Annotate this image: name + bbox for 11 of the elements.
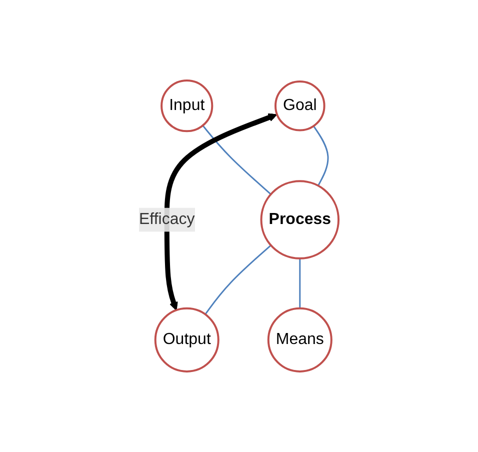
connector xyxy=(313,126,329,186)
arrow xyxy=(164,113,278,311)
connector xyxy=(299,258,301,308)
connector xyxy=(202,125,272,195)
node-circle: Means xyxy=(268,307,333,372)
connector xyxy=(204,244,272,315)
node-circle: Process xyxy=(260,180,340,260)
node-circle: Input xyxy=(160,80,214,132)
edge-label: Efficacy xyxy=(139,210,195,228)
node-circle: Output xyxy=(154,307,220,372)
node-circle: Goal xyxy=(274,80,326,132)
